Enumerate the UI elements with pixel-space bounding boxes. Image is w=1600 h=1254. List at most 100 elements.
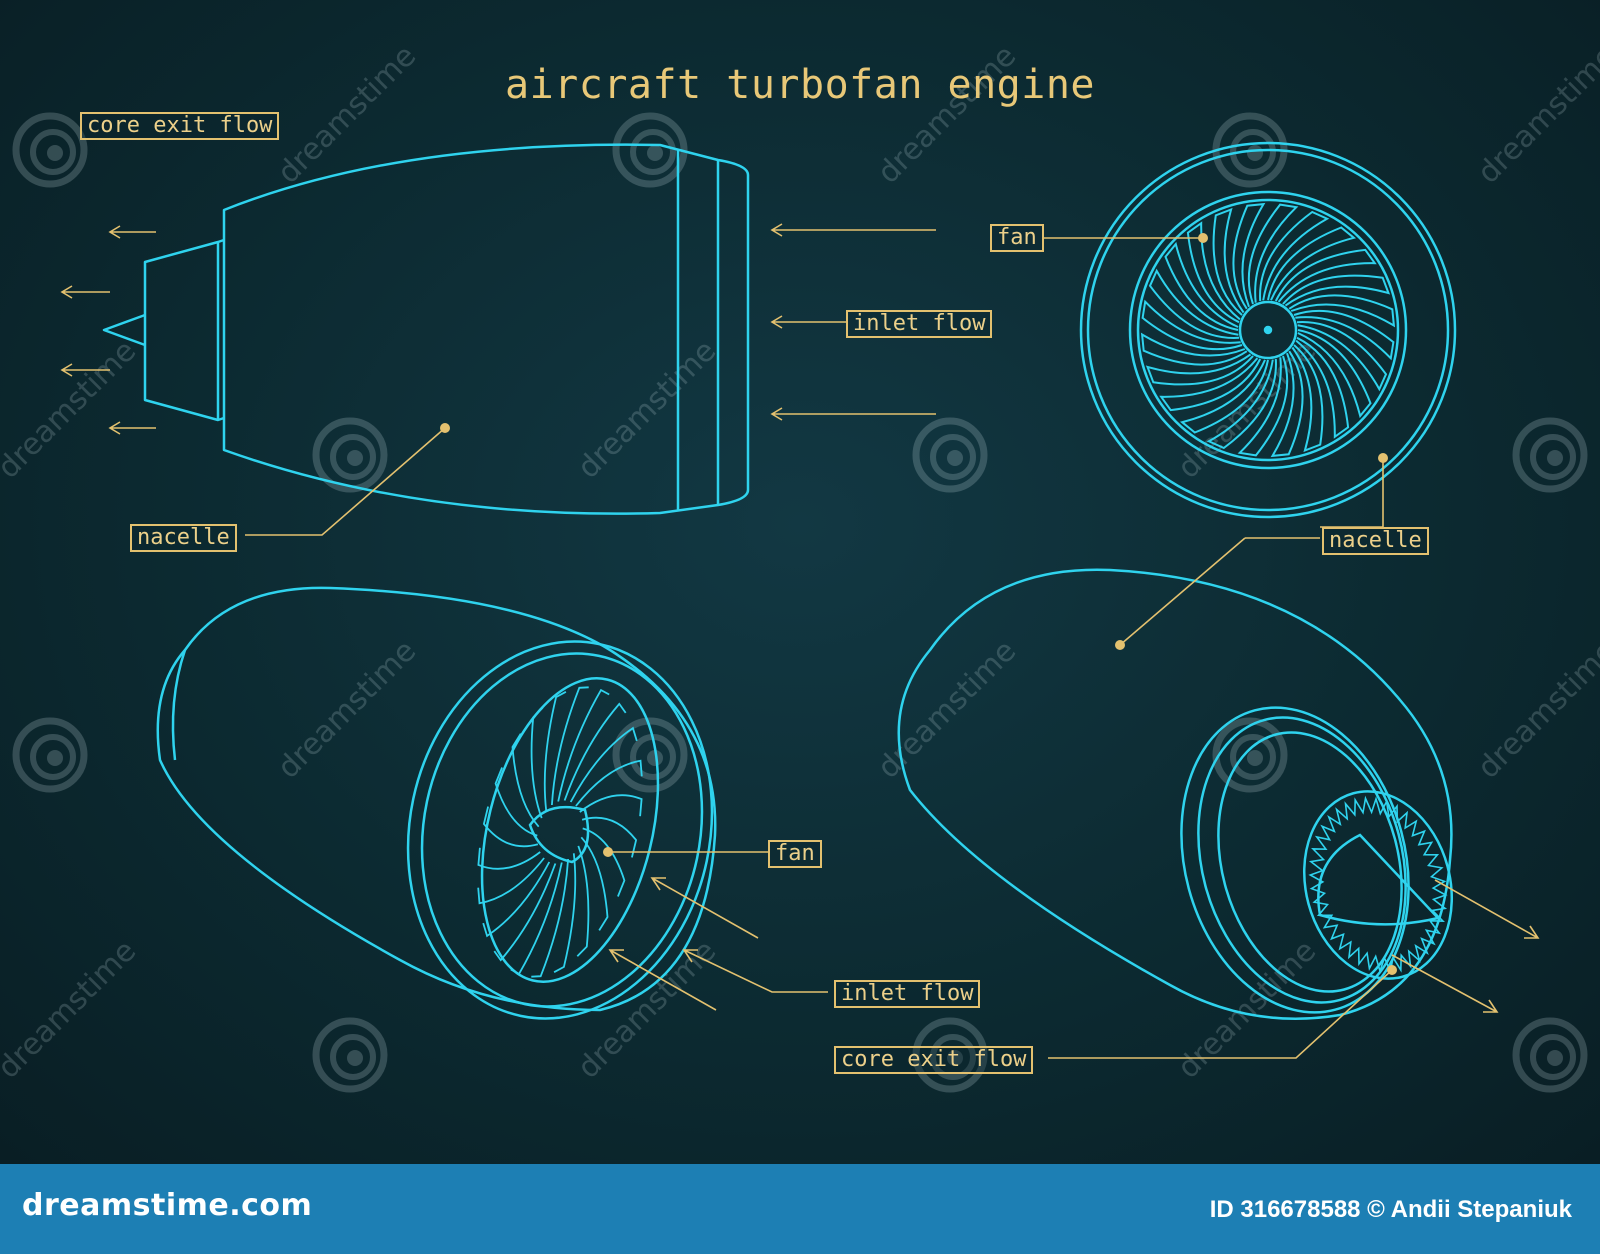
spiral-icon: [1512, 1017, 1588, 1093]
front-nacelle-outer: [1079, 141, 1457, 519]
exit-arrow-2: [60, 285, 110, 299]
fan-blade: [1164, 241, 1239, 331]
spiral-icon: [1512, 417, 1588, 493]
watermark-text: dreamstime: [571, 333, 723, 485]
side-exhaust-plug: [102, 313, 146, 347]
iso-inlet-arrow-2: [608, 949, 717, 1011]
side-nacelle-label: nacelle: [130, 524, 237, 552]
watermark-text: dreamstime: [0, 333, 143, 485]
fan-blade: [1291, 344, 1324, 453]
footer-brand[interactable]: dreamstime.com: [22, 1188, 313, 1223]
front-spinner: [1238, 300, 1298, 360]
iso-rear-core-leader: [1048, 969, 1393, 1059]
iso-front-intake-inner: [420, 652, 704, 1008]
fan-blade: [576, 845, 590, 957]
iso-rear-nozzle-ring-3: [1217, 731, 1403, 993]
spiral-icon: [912, 1017, 988, 1093]
front-fan-blades: [1140, 202, 1396, 458]
iso-rear-leaders: [1048, 537, 1540, 1059]
front-view-engine: [1079, 141, 1457, 519]
fan-blade: [1179, 359, 1269, 434]
fan-blade: [477, 857, 545, 905]
fan-blade: [1274, 248, 1377, 303]
fan-blade: [477, 847, 541, 870]
diagram-title: aircraft turbofan engine: [505, 62, 1095, 108]
front-nacelle-lip: [1086, 148, 1450, 512]
fan-blade: [1267, 226, 1357, 301]
iso-rear-core-dot: [1387, 965, 1397, 975]
fan-blade: [581, 816, 638, 858]
exit-arrow-1: [108, 225, 156, 239]
iso-front-fan-dot: [603, 847, 613, 857]
iso-rear-engine: [897, 568, 1454, 1020]
iso-rear-nacelle-body: [897, 568, 1453, 1020]
fan-blade: [511, 733, 540, 828]
fan-blade: [1297, 329, 1372, 419]
fan-blade: [569, 726, 638, 803]
iso-front-fan-case: [480, 677, 660, 983]
spiral-icon: [612, 112, 688, 188]
inlet-arrow-3: [770, 407, 936, 421]
front-fan-case: [1128, 190, 1408, 470]
turbine-blade-ring: [1308, 795, 1448, 975]
fan-blade: [575, 759, 643, 807]
fan-blade: [1186, 221, 1241, 324]
fan-blade: [557, 688, 610, 802]
exit-arrow-4: [108, 421, 156, 435]
iso-rear-core-ring: [1302, 790, 1454, 980]
side-core-nozzle: [143, 238, 225, 422]
iso-rear-nacelle-leader: [1119, 537, 1246, 646]
fan-blade: [1148, 268, 1240, 339]
watermark-layer: dreamstime dreamstime dreamstime dreamstime…: [0, 38, 1600, 1093]
spiral-icon: [1212, 717, 1288, 793]
iso-rear-turbine-blades: [1308, 795, 1448, 975]
fan-blade: [551, 686, 589, 806]
spiral-icon: [12, 717, 88, 793]
fan-blade: [1141, 299, 1243, 351]
watermark-text: dreamstime: [1471, 633, 1600, 785]
iso-front-leaders: [603, 847, 828, 1011]
iso-rear-core-exit-flow-label: core exit flow: [834, 1046, 1034, 1074]
fan-blade: [1270, 350, 1304, 458]
watermark-text: dreamstime: [871, 633, 1023, 785]
iso-rear-nozzle-ring-2: [1197, 716, 1407, 1004]
inlet-arrow-1: [770, 223, 936, 237]
fan-blade: [563, 702, 627, 801]
fan-blade: [531, 858, 569, 978]
footer-bar: dreamstime.com ID 316678588 © Andii Step…: [0, 1164, 1600, 1254]
watermark-text: dreamstime: [1171, 933, 1323, 1085]
iso-rear-exhaust-cone: [1317, 833, 1441, 926]
fan-blade: [579, 794, 643, 817]
iso-front-fan-blades: [477, 686, 643, 978]
fan-blade: [1237, 355, 1289, 457]
fan-blade: [493, 863, 557, 962]
footer-credit: ID 316678588 © Andii Stepaniuk: [1209, 1196, 1572, 1223]
front-nacelle-dot: [1378, 453, 1388, 463]
iso-front-spinner: [528, 805, 590, 864]
iso-front-inlet-flow-label: inlet flow: [834, 980, 981, 1008]
fan-blade: [510, 862, 563, 976]
fan-blade: [530, 707, 544, 819]
exit-arrow-3: [60, 363, 110, 377]
front-nacelle-label: nacelle: [1322, 527, 1429, 555]
iso-rear-exit-arrow-1: [1434, 879, 1540, 939]
fan-blade: [1159, 357, 1262, 412]
spiral-icon: [312, 417, 388, 493]
front-spinner-center: [1263, 325, 1273, 335]
spiral-icon: [912, 417, 988, 493]
fan-blade: [482, 806, 539, 848]
engine-drawings: dreamstime dreamstime dreamstime dreamstime…: [0, 38, 1600, 1093]
watermark-text: dreamstime: [271, 633, 423, 785]
fan-blade: [1247, 203, 1299, 305]
iso-front-fan-label: fan: [768, 840, 822, 868]
side-view-engine: [102, 143, 750, 515]
front-fan-case-inner: [1136, 198, 1400, 462]
fan-blade: [1206, 358, 1277, 450]
front-fan-dot: [1198, 233, 1208, 243]
front-nacelle-leader-up: [1320, 458, 1384, 528]
side-nacelle-outline: [222, 143, 750, 515]
fan-blade: [1282, 274, 1391, 307]
fan-blade: [1145, 353, 1254, 386]
iso-front-engine: [156, 586, 717, 1020]
